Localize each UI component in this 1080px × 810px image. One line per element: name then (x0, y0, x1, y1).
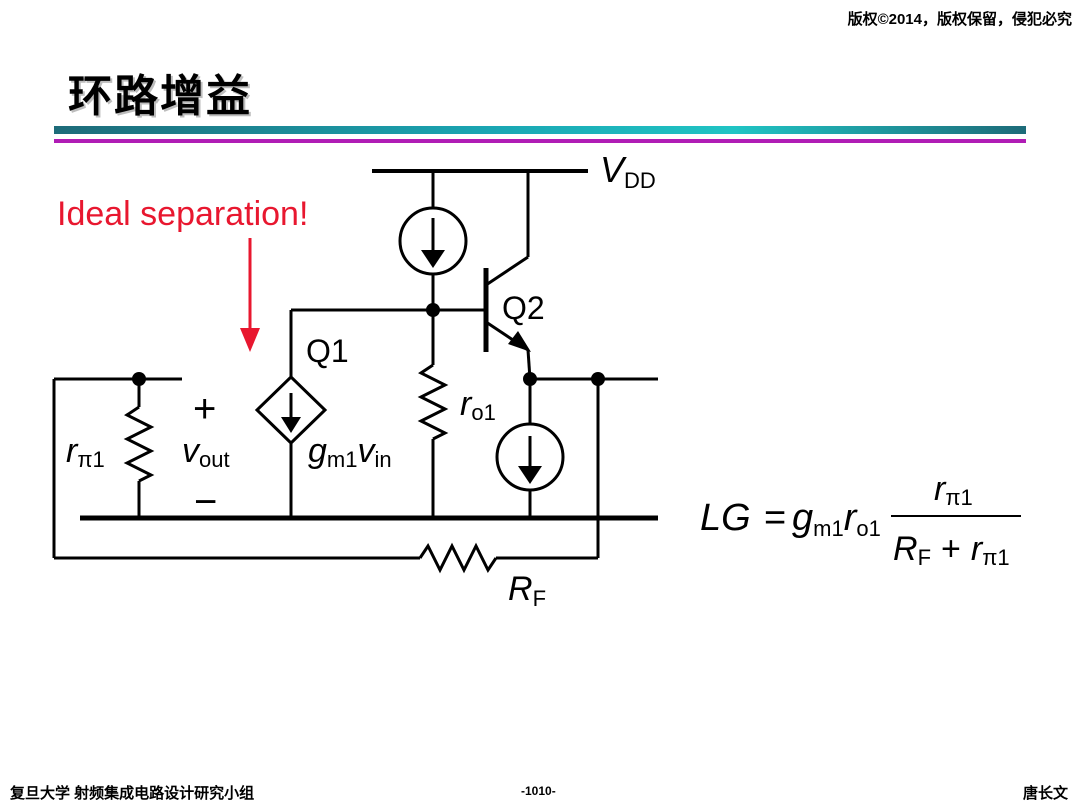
circuit-wires (52, 169, 658, 574)
formula-gain-term: gm1ro1 (792, 497, 881, 541)
dep-source-arrow-icon (281, 417, 301, 433)
q1-label: Q1 (306, 333, 349, 369)
formula-numerator: rπ1 (934, 470, 973, 510)
rpi1-label: rπ1 (66, 432, 105, 472)
formula-equals: = (764, 497, 786, 539)
formula-denominator: RF+rπ1 (893, 530, 1010, 570)
title-underline-magenta (54, 139, 1026, 143)
q2-label: Q2 (502, 290, 545, 326)
loop-gain-formula: LG = gm1ro1 rπ1 RF+rπ1 (700, 470, 1021, 570)
minus-sign: − (194, 480, 217, 524)
plus-sign: + (193, 387, 216, 431)
cs1-arrow-icon (421, 250, 445, 268)
circuit-markers (132, 250, 605, 484)
title-underline-teal (54, 126, 1026, 134)
q2-collector (485, 255, 529, 287)
gm1vin-label: gm1vin (308, 432, 392, 472)
footer-author: 唐长文 (1022, 785, 1068, 802)
separation-arrow-icon (240, 328, 260, 352)
cs2-arrow-icon (518, 466, 542, 484)
node-dot (523, 372, 537, 386)
footer-page-number: -1010- (521, 784, 556, 798)
rpi-resistor (123, 405, 155, 483)
copyright-notice: 版权©2014，版权保留，侵犯必究 (847, 11, 1072, 28)
vdd-label: VDD (600, 149, 656, 193)
footer-organization: 复旦大学 射频集成电路设计研究小组 (10, 785, 255, 802)
separation-annotation: Ideal separation! (57, 195, 308, 233)
rf-label: RF (508, 570, 546, 611)
node-dot (132, 372, 146, 386)
vout-label: vout (182, 432, 230, 472)
page-title: 环路增益 (68, 71, 252, 122)
node-dot (426, 303, 440, 317)
ro1-label: ro1 (460, 385, 496, 425)
ro1-resistor (417, 363, 449, 441)
node-dot (591, 372, 605, 386)
q2-emitter-arrow-icon (508, 331, 531, 352)
rf-resistor (418, 542, 498, 574)
formula-lhs: LG (700, 497, 751, 539)
